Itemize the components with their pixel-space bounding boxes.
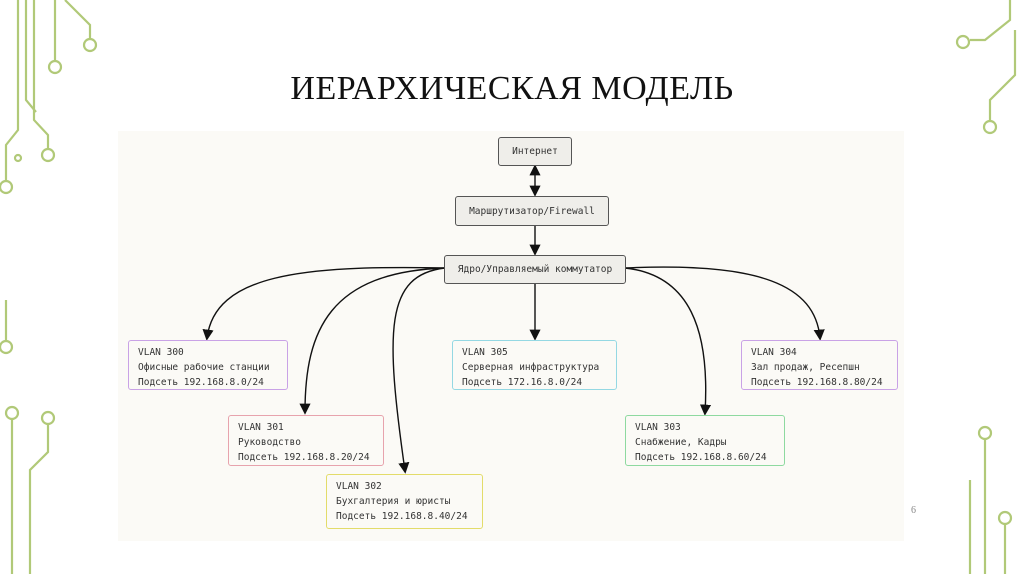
vlan-id: VLAN 305 bbox=[462, 347, 508, 358]
vlan-subnet: Подсеть 172.16.8.0/24 bbox=[462, 377, 583, 388]
vlan-id: VLAN 301 bbox=[238, 422, 284, 433]
page-number: 6 bbox=[911, 505, 916, 516]
vlan-name: Руководство bbox=[238, 437, 301, 448]
vlan-subnet: Подсеть 192.168.8.80/24 bbox=[751, 377, 883, 388]
vlan-name: Серверная инфраструктура bbox=[462, 362, 600, 373]
slide-title: ИЕРАРХИЧЕСКАЯ МОДЕЛЬ bbox=[290, 70, 734, 107]
edge-core-vlan304 bbox=[624, 266, 825, 341]
core-switch-label: Ядро/Управляемый коммутатор bbox=[457, 264, 613, 275]
vlan-id: VLAN 303 bbox=[635, 422, 681, 433]
vlan-id: VLAN 302 bbox=[336, 481, 382, 492]
vlan-id: VLAN 300 bbox=[138, 347, 184, 358]
vlan-subnet: Подсеть 192.168.8.20/24 bbox=[238, 452, 370, 463]
vlan-304-node: VLAN 304 Зал продаж, Ресепшн Подсеть 192… bbox=[741, 340, 898, 390]
edge-core-vlan303 bbox=[624, 267, 712, 416]
router-node: Маршрутизатор/Firewall bbox=[455, 196, 609, 226]
internet-node: Интернет bbox=[498, 137, 572, 166]
vlan-301-node: VLAN 301 Руководство Подсеть 192.168.8.2… bbox=[228, 415, 384, 466]
vlan-300-node: VLAN 300 Офисные рабочие станции Подсеть… bbox=[128, 340, 288, 390]
vlan-subnet: Подсеть 192.168.8.60/24 bbox=[635, 452, 767, 463]
edge-core-vlan302 bbox=[392, 267, 446, 474]
vlan-303-node: VLAN 303 Снабжение, Кадры Подсеть 192.16… bbox=[625, 415, 785, 466]
vlan-name: Офисные рабочие станции bbox=[138, 362, 270, 373]
edge-core-vlan301 bbox=[299, 267, 446, 415]
vlan-name: Зал продаж, Ресепшн bbox=[751, 362, 860, 373]
core-switch-node: Ядро/Управляемый коммутатор bbox=[444, 255, 626, 284]
internet-label: Интернет bbox=[512, 146, 558, 157]
vlan-subnet: Подсеть 192.168.8.0/24 bbox=[138, 377, 264, 388]
vlan-name: Снабжение, Кадры bbox=[635, 437, 727, 448]
vlan-id: VLAN 304 bbox=[751, 347, 797, 358]
vlan-305-node: VLAN 305 Серверная инфраструктура Подсет… bbox=[452, 340, 617, 390]
router-label: Маршрутизатор/Firewall bbox=[469, 205, 595, 217]
vlan-name: Бухгалтерия и юристы bbox=[336, 496, 451, 507]
vlan-302-node: VLAN 302 Бухгалтерия и юристы Подсеть 19… bbox=[326, 474, 483, 529]
vlan-subnet: Подсеть 192.168.8.40/24 bbox=[336, 511, 468, 522]
edge-core-vlan300 bbox=[202, 266, 446, 341]
